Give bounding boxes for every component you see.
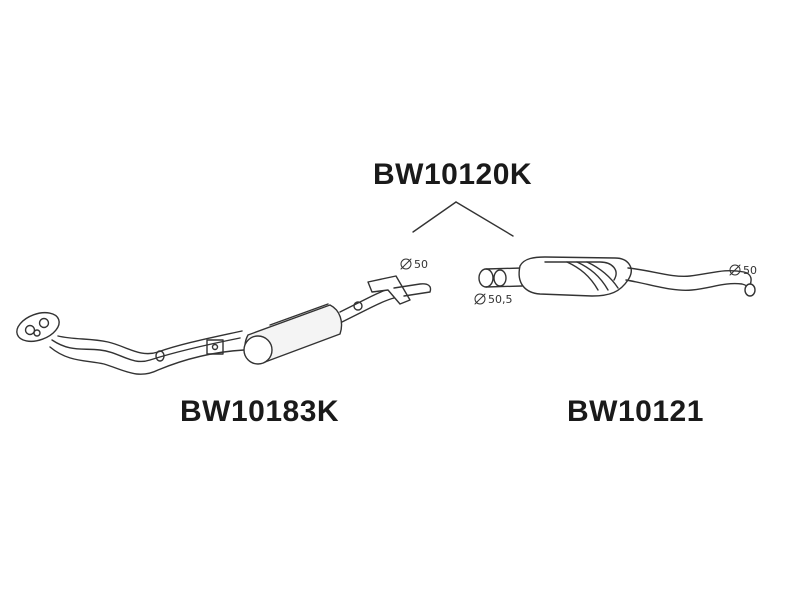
front-pipe-flange [16,311,60,343]
pipe-clamp [155,350,165,362]
middle-silencer-drawing [478,256,756,297]
front-pipe-part-number: BW10183K [180,395,340,428]
front-pipe-outlet-diameter: 50 [414,258,428,271]
silencer-outlet [744,283,756,297]
diameter-symbols [400,258,741,305]
front-pipe-drawing [16,275,432,375]
hanger-plate [367,275,411,305]
silencer-body [518,256,632,297]
assembly-bracket-lines [412,201,514,237]
silencer-inlet [478,267,523,288]
pipe-bracket [206,339,224,355]
catalytic-converter [243,303,343,365]
pipe-clamp [353,301,363,311]
silencer-outlet-diameter: 50 [743,264,757,277]
middle-silencer-part-number: BW10121 [567,395,704,428]
assembly-part-number: BW10120K [373,158,533,191]
silencer-inlet-diameter: 50,5 [488,293,513,306]
